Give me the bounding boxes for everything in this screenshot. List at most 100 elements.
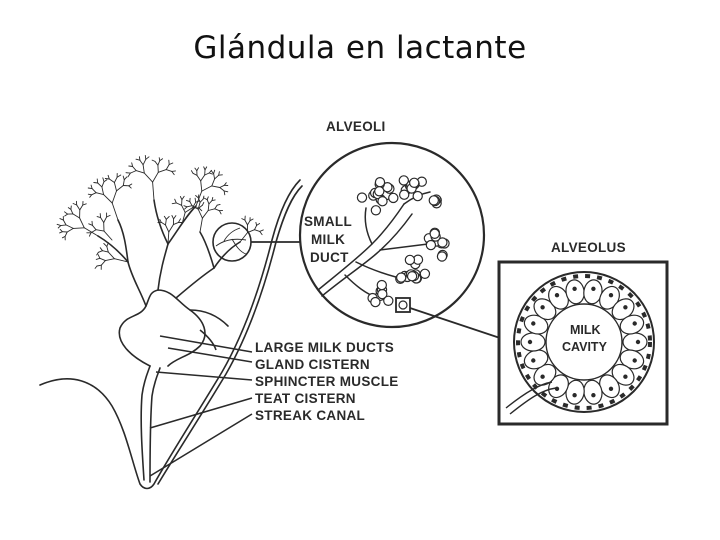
duct-branch <box>139 157 140 161</box>
duct-branch <box>220 185 225 187</box>
cell-nucleus <box>555 294 558 297</box>
duct-branch <box>117 186 124 191</box>
alveolus-heading: ALVEOLUS <box>551 240 626 255</box>
alveolus-bubble <box>375 178 384 187</box>
alveolus-bubble <box>410 178 419 187</box>
small-milk-duct-line-2: MILK <box>311 232 345 247</box>
duct-branch <box>114 177 117 182</box>
cell-nucleus <box>609 294 612 297</box>
duct-branch <box>67 228 73 232</box>
alveolus-bubble <box>377 281 386 290</box>
label-streak-canal: STREAK CANAL <box>255 408 365 423</box>
duct-branch <box>198 195 199 198</box>
alveolus-bubble <box>420 269 429 278</box>
duct-branch <box>257 224 260 226</box>
duct-branch <box>242 219 245 221</box>
duct-branch <box>65 232 67 236</box>
duct-branch <box>77 205 80 210</box>
alveolus-bubble <box>408 272 417 281</box>
duct-branch <box>205 167 207 170</box>
duct-branch <box>97 179 98 183</box>
alveolus-bubble <box>405 255 414 264</box>
connector-line-alveoli-to-alveolus <box>410 308 500 338</box>
duct-branch <box>107 246 109 252</box>
duct-branch <box>175 199 177 203</box>
duct-branch <box>112 191 116 203</box>
duct-branch <box>136 171 144 174</box>
alveolus-bubble <box>378 197 387 206</box>
duct-branch <box>215 175 219 179</box>
duct-branch <box>166 217 169 220</box>
duct-branch <box>172 171 176 172</box>
alveolus-bubble <box>426 241 435 250</box>
duct-branch <box>180 197 182 200</box>
duct-branch <box>174 216 176 219</box>
duct-branch <box>172 216 174 219</box>
duct-branch <box>100 258 106 260</box>
alveolus-bubble <box>437 252 446 261</box>
duct-branch <box>88 194 91 195</box>
duct-branch <box>63 220 66 225</box>
gland-cistern <box>119 290 205 366</box>
duct-branch <box>102 182 104 187</box>
alveolus-bubble <box>375 187 384 196</box>
duct-branch <box>260 230 264 232</box>
duct-branch <box>73 214 80 218</box>
epithelial-cell <box>521 333 545 351</box>
duct-branch <box>199 208 202 211</box>
duct-branch <box>196 196 199 198</box>
duct-branch <box>133 167 137 171</box>
cell-nucleus <box>573 287 576 290</box>
alveoli-heading: ALVEOLI <box>326 119 386 134</box>
duct-branch <box>132 163 133 167</box>
duct-branch <box>215 209 220 211</box>
duct-branch <box>203 196 204 199</box>
cell-nucleus <box>592 287 595 290</box>
duct-branch <box>129 166 133 167</box>
alveolus-bubble <box>384 296 393 305</box>
duct-branch <box>140 160 143 165</box>
duct-branch <box>255 230 260 232</box>
duct-branch <box>129 186 132 188</box>
duct-branch <box>166 219 167 225</box>
small-milk-duct-line-1: SMALL <box>304 214 352 229</box>
duct-branch <box>172 171 174 174</box>
duct-branch <box>152 160 155 161</box>
duct-branch <box>160 159 163 161</box>
duct-branch <box>104 231 112 240</box>
duct-branch <box>187 200 190 201</box>
duct-branch <box>91 230 96 233</box>
duct-branch <box>176 203 181 205</box>
duct-branch <box>123 180 124 186</box>
duct-branch <box>105 259 114 261</box>
cell-nucleus <box>633 322 636 325</box>
cell-nucleus <box>624 306 627 309</box>
duct-branch <box>107 215 111 217</box>
duct-branch <box>208 204 209 211</box>
duct-branch <box>208 209 215 211</box>
duct-branch <box>83 204 87 205</box>
alveolus-bubble <box>389 193 398 202</box>
udder-outline <box>40 180 300 489</box>
alveolus-bubble <box>413 192 422 201</box>
duct-branch <box>190 202 192 206</box>
label-sphincter-muscle: SPHINCTER MUSCLE <box>255 374 399 389</box>
duct-branch <box>60 219 64 221</box>
duct-branch <box>104 180 107 182</box>
duct-branch <box>212 179 215 186</box>
duct-branch <box>248 221 251 225</box>
duct-branch <box>58 226 61 228</box>
duct-branch <box>112 203 118 220</box>
duct-branch <box>60 229 62 231</box>
duct-branch <box>207 200 209 204</box>
duct-branch <box>123 176 124 180</box>
epithelial-cell <box>623 333 647 351</box>
cell-nucleus <box>573 394 576 397</box>
duct-branch <box>193 173 197 175</box>
duct-branch <box>101 218 104 223</box>
duct-branch <box>98 255 100 259</box>
duct-branch <box>153 182 154 200</box>
duct-branch <box>146 157 149 160</box>
duct-branch <box>245 220 248 225</box>
